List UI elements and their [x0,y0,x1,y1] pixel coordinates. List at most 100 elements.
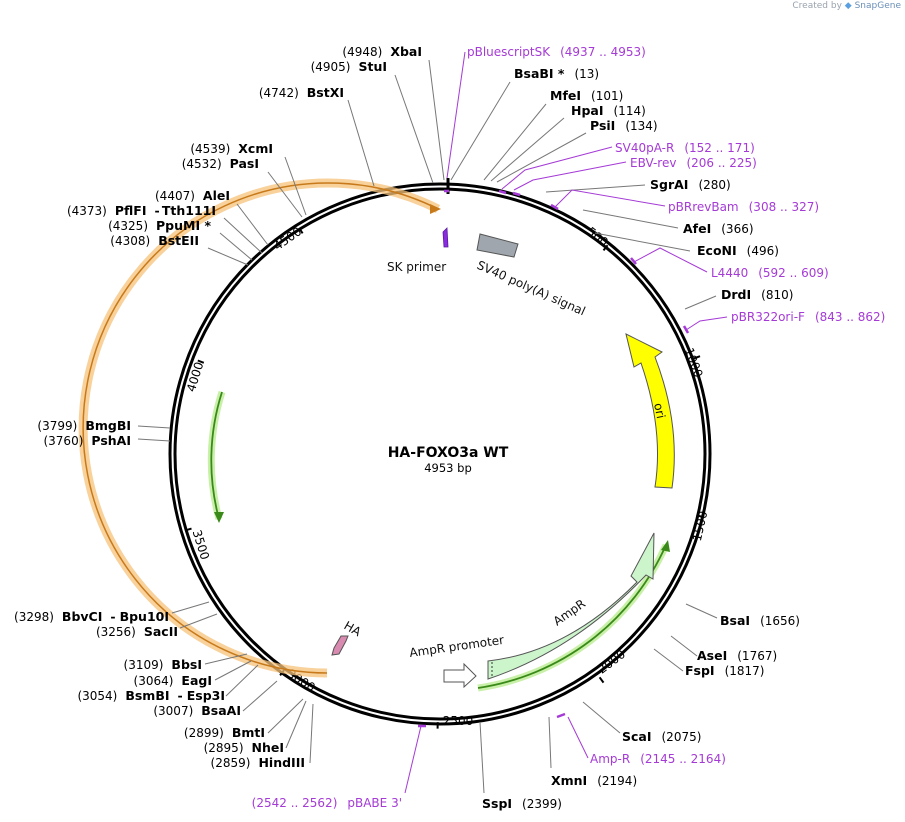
leader-bbvci [171,601,210,614]
sv40-polya-feature [476,233,519,258]
tick-label-2500: 2500 [443,714,474,728]
leader-pflfi [223,217,263,254]
leader-bmti [267,698,304,734]
primer-l4440: L4440(592 .. 609) [711,266,829,280]
primer-mark-sv40pa-r [498,189,507,195]
tick-mark-2000 [598,676,605,684]
leader-bsaai [242,680,278,712]
site-xmni: XmnI(2194) [551,773,637,788]
primer-mark-ebv-rev [512,191,521,197]
site-alei: (4407)AleI [155,188,230,203]
orf-line [82,182,439,674]
sk-primer-label: SK primer [387,260,446,274]
leader-afei [582,209,679,229]
site-sacii: (3256)SacII [96,624,178,639]
site-pasi: (4532)PasI [182,156,259,171]
leader-pasi [267,171,303,218]
tick-label-1000: 1000 [682,346,706,379]
site-scai: ScaI(2075) [622,729,701,744]
orf-glow-band [78,178,441,678]
site-pflfi: (4373)PflFI-Tth111I [67,203,216,218]
tick-mark-1500 [696,514,704,518]
site-drdi: DrdI(810) [721,287,793,302]
leader-econi [594,232,691,252]
primer-marks [418,189,690,728]
leader-pbluescriptsk [446,51,466,179]
leader-pbabe3 [404,725,422,794]
tick-mark-4000 [197,359,205,364]
primer-pbr322ori-f: pBR322ori-F(843 .. 862) [731,310,885,324]
site-bmti: (2899)BmtI [184,725,265,740]
leader-pbrrevbam [554,189,666,208]
sk-primer-feature [442,227,449,248]
site-psii: PsiI(134) [590,118,658,133]
tick-label-3500: 3500 [190,528,212,561]
site-bbsi: (3109)BbsI [124,657,202,672]
leader-sv40pa-r [501,146,613,190]
ampr-feature-arrow [487,532,655,680]
leader-sacii [179,613,218,629]
leader-hpai [490,117,565,182]
site-econi: EcoNI(496) [697,243,779,258]
site-bstxi: (4742)BstXI [259,85,344,100]
site-hpai: HpaI(114) [571,103,646,118]
primer-ebv-rev: EBV-rev(206 .. 225) [630,156,757,170]
leader-xmni [548,716,552,769]
primer-pbabe3: (2542 .. 2562)pBABE 3' [252,796,402,810]
site-ppumi: (4325)PpuMI * [108,218,211,233]
leader-hindiii [309,703,314,764]
backbone-inner-ring [173,187,707,721]
leader-xbai [428,59,445,181]
leader-xcmi [284,156,307,216]
leader-stui [394,74,434,184]
leader-pbr322ori-f [685,316,728,331]
primer-amp-r: Amp-R(2145 .. 2164) [590,752,726,766]
green-feature-left-line [210,391,223,520]
leader-bsai [685,603,718,619]
leader-fspi [653,648,684,672]
site-nhei: (2895)NheI [204,740,284,755]
ampr-label: AmpR [551,596,588,628]
leader-nhei [285,700,307,749]
site-bsaai: (3007)BsaAI [153,703,241,718]
site-labels-right: BsaBI *(13) MfeI(101) HpaI(114) PsiI(134… [482,66,800,811]
created-by-credit: Created by ◆ SnapGene [792,1,901,11]
primer-mark-pbr322ori-f [682,325,690,334]
site-xcmi: (4539)XcmI [190,141,273,156]
ori-label: ori [651,402,668,420]
ori-feature-arrow [625,333,675,489]
plasmid-length: 4953 bp [424,461,472,475]
tick-mark-1000 [693,355,701,360]
sv40-polya-label: SV40 poly(A) signal [475,258,588,318]
leader-eagi [214,660,252,681]
credit-brand: SnapGene [854,1,901,11]
primer-sv40pa-r: SV40pA-R(152 .. 171) [615,141,755,155]
leader-bsteii [207,247,249,266]
primer-mark-amp-r [556,712,566,719]
site-asei: AseI(1767) [697,648,777,663]
tick-mark-4500 [298,227,304,234]
site-sgrai: SgrAI(280) [650,177,731,192]
leader-ebv-rev [513,161,627,191]
primer-mark-pbrrevbam [550,203,559,211]
backbone-outer-ring [168,182,712,726]
site-bsai: BsaI(1656) [720,613,800,628]
credit-prefix: Created by [792,1,842,11]
tick-mark-500 [602,244,609,252]
site-hindiii: (2859)HindIII [211,755,305,770]
leader-scai [582,701,621,734]
primer-mark-l4440 [630,257,637,265]
snapgene-logo-icon: ◆ [844,1,852,11]
primer-labels: pBluescriptSK(4937 .. 4953) SV40pA-R(152… [252,45,886,810]
primer-pbluescriptsk: pBluescriptSK(4937 .. 4953) [467,45,646,59]
primer-leader-lines [404,51,728,794]
site-afei: AfeI(366) [683,221,754,236]
leader-amp-r [567,716,589,759]
leader-asei [670,635,698,657]
leader-sgrai [545,184,646,193]
leader-mfei [483,103,547,181]
leader-bbsi [204,653,248,665]
leader-sspi [479,721,485,794]
site-bmgbi: (3799)BmgBI [37,418,131,433]
primer-pbrrevbam: pBRrevBam(308 .. 327) [668,200,819,214]
